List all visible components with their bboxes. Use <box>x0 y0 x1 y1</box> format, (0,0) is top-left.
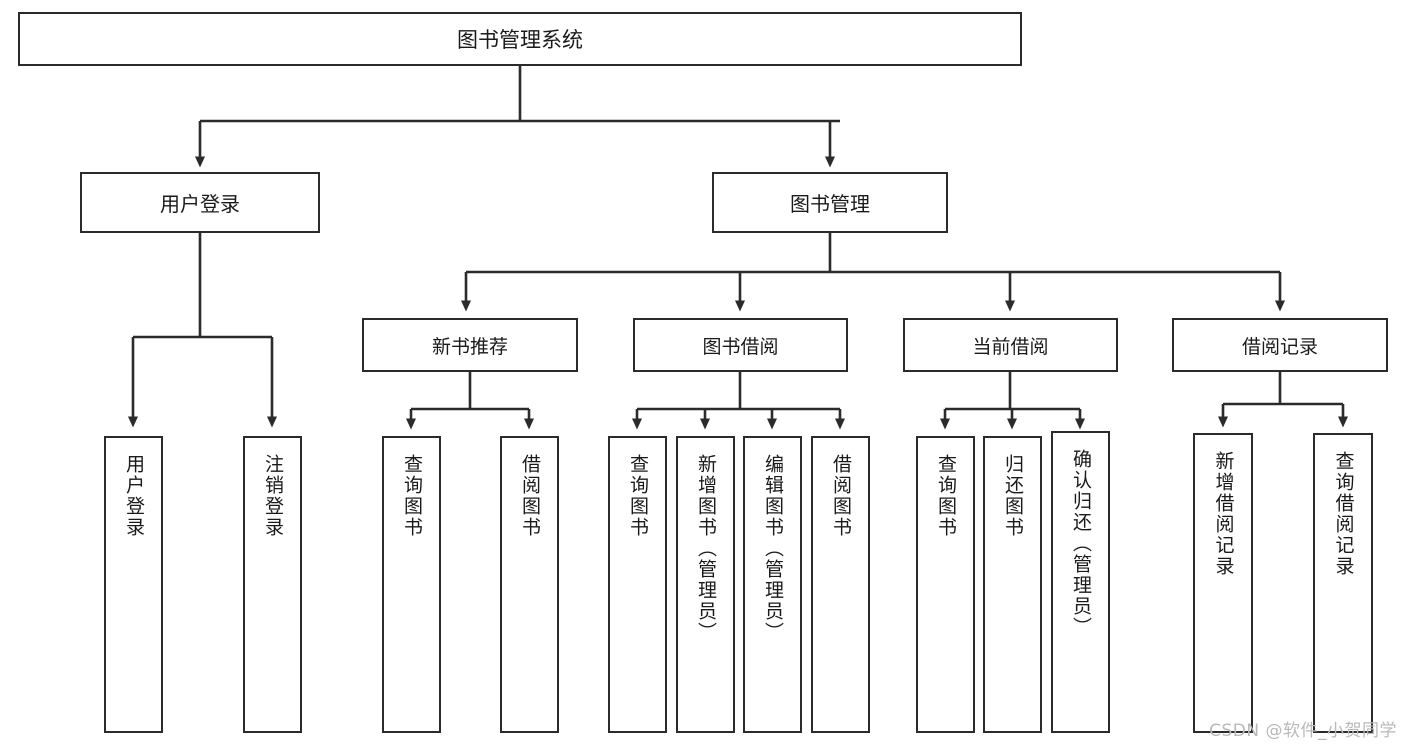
node-current-borrow[interactable]: 当前借阅 <box>903 318 1118 372</box>
node-user-login-label: 用户登录 <box>160 192 240 216</box>
node-leaf-user-login-label: 用户登录 <box>123 454 145 538</box>
node-book-manage[interactable]: 图书管理 <box>712 172 948 233</box>
node-borrow-record[interactable]: 借阅记录 <box>1172 318 1388 372</box>
node-leaf-query-book-3-label: 查询图书 <box>935 454 957 538</box>
node-book-borrow-label: 图书借阅 <box>702 335 779 358</box>
node-leaf-edit-book-label: 编辑图书（管理员） <box>762 454 784 643</box>
node-user-login[interactable]: 用户登录 <box>80 172 320 233</box>
node-leaf-add-book-label: 新增图书（管理员） <box>695 454 717 643</box>
node-leaf-borrow-book-2[interactable]: 借阅图书 <box>811 436 870 733</box>
node-leaf-query-book-1-label: 查询图书 <box>401 454 423 538</box>
node-current-borrow-label: 当前借阅 <box>972 335 1049 358</box>
node-leaf-user-logout-label: 注销登录 <box>262 454 284 538</box>
node-leaf-return-book-label: 归还图书 <box>1002 454 1024 538</box>
node-root[interactable]: 图书管理系统 <box>18 12 1022 66</box>
node-leaf-edit-book[interactable]: 编辑图书（管理员） <box>743 436 802 733</box>
node-leaf-query-book-2-label: 查询图书 <box>627 454 649 538</box>
node-leaf-user-login[interactable]: 用户登录 <box>104 436 163 733</box>
node-leaf-query-book-2[interactable]: 查询图书 <box>608 436 667 733</box>
node-leaf-query-record[interactable]: 查询借阅记录 <box>1313 433 1373 733</box>
node-leaf-query-book-3[interactable]: 查询图书 <box>916 436 975 733</box>
node-leaf-confirm-return-label: 确认归还（管理员） <box>1070 449 1092 638</box>
node-leaf-add-record[interactable]: 新增借阅记录 <box>1193 433 1253 733</box>
node-new-book-recommend-label: 新书推荐 <box>431 335 508 358</box>
node-leaf-add-record-label: 新增借阅记录 <box>1212 451 1235 577</box>
node-book-borrow[interactable]: 图书借阅 <box>633 318 848 372</box>
node-book-manage-label: 图书管理 <box>790 192 870 216</box>
node-leaf-borrow-book-1-label: 借阅图书 <box>519 454 541 538</box>
node-root-label: 图书管理系统 <box>457 28 583 52</box>
node-leaf-query-book-1[interactable]: 查询图书 <box>382 436 441 733</box>
node-leaf-return-book[interactable]: 归还图书 <box>983 436 1042 733</box>
node-leaf-borrow-book-2-label: 借阅图书 <box>830 454 852 538</box>
node-new-book-recommend[interactable]: 新书推荐 <box>362 318 578 372</box>
node-leaf-confirm-return[interactable]: 确认归还（管理员） <box>1051 431 1110 733</box>
node-borrow-record-label: 借阅记录 <box>1241 335 1318 358</box>
node-leaf-add-book[interactable]: 新增图书（管理员） <box>676 436 735 733</box>
node-leaf-borrow-book-1[interactable]: 借阅图书 <box>500 436 559 733</box>
node-leaf-user-logout[interactable]: 注销登录 <box>243 436 302 733</box>
node-leaf-query-record-label: 查询借阅记录 <box>1332 451 1355 577</box>
